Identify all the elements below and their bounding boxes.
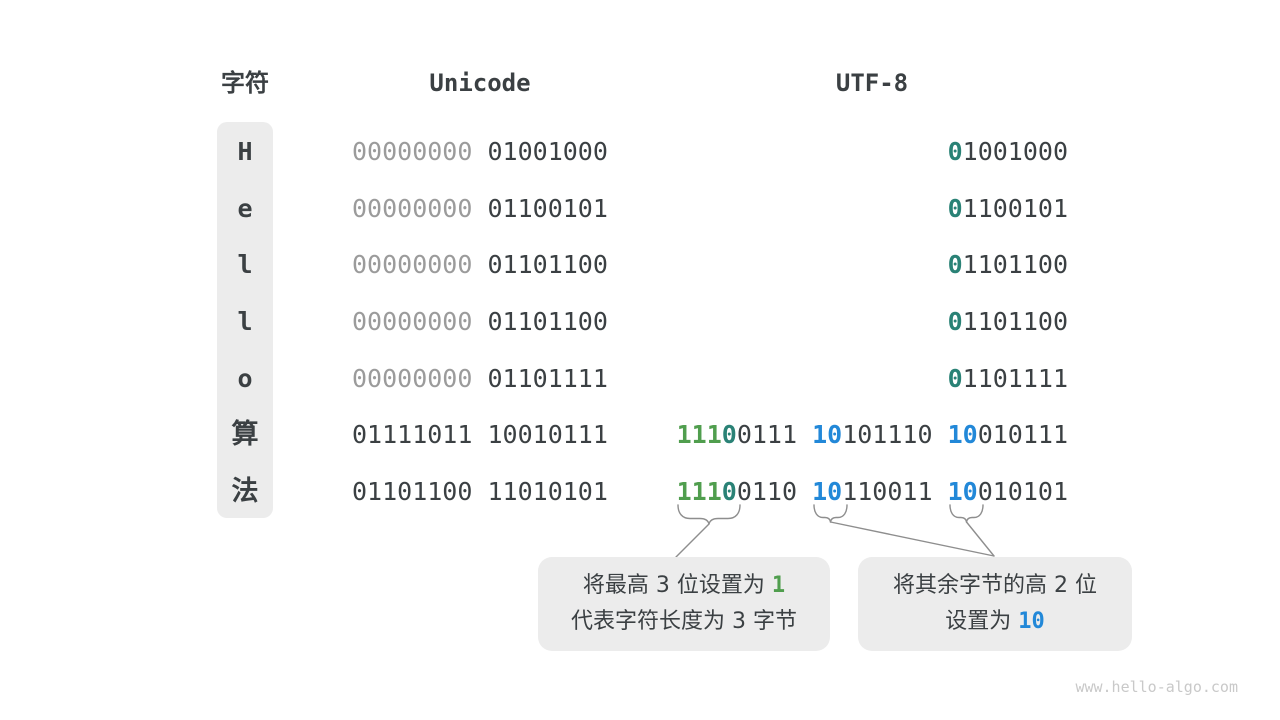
callout-leading-byte-note: 将最高 3 位设置为 1 代表字符长度为 3 字节	[538, 557, 830, 651]
utf8-binary-segment: 1101111	[962, 363, 1068, 393]
callout-right-line2-value: 10	[1018, 609, 1045, 634]
utf8-binary: 01001000	[948, 132, 1068, 172]
utf8-binary-segment: 0	[947, 250, 963, 280]
utf8-binary-segment: 0	[947, 137, 963, 166]
utf8-binary-segment: 1100101	[962, 193, 1068, 223]
utf8-binary-segment: 101110	[842, 420, 933, 450]
unicode-binary-segment: 00000000	[352, 193, 473, 223]
callout-left-line2: 代表字符长度为 3 字节	[571, 609, 797, 634]
unicode-binary: 00000000 01101111	[352, 359, 608, 399]
character-cell: 法	[231, 476, 259, 508]
unicode-binary-segment: 10010111	[487, 420, 608, 450]
unicode-binary-segment: 00000000	[352, 363, 473, 393]
column-header-unicode: Unicode	[429, 69, 531, 97]
unicode-binary: 00000000 01100101	[352, 189, 608, 229]
utf8-binary-segment: 111	[676, 420, 722, 450]
utf8-binary-segment: 0	[947, 307, 963, 336]
unicode-binary-segment: 01001000	[487, 137, 608, 166]
utf8-binary-segment: 1001000	[962, 137, 1068, 166]
character-cell: o	[237, 363, 253, 393]
utf8-binary-segment: 10	[812, 477, 843, 507]
utf8-binary: 01101100	[948, 245, 1068, 285]
utf8-binary-segment: 10	[947, 420, 978, 450]
column-header-utf8: UTF-8	[835, 69, 909, 97]
character-cell: H	[237, 137, 253, 166]
utf8-binary-segment: 010111	[977, 420, 1068, 450]
utf8-binary-segment: 1101100	[962, 307, 1068, 336]
character-column-background	[217, 122, 273, 518]
character-cell: l	[237, 250, 253, 280]
column-header-character: 字符	[221, 69, 269, 97]
utf8-binary: 01101100	[948, 302, 1068, 342]
character-cell: l	[237, 307, 253, 336]
utf8-binary: 01100101	[948, 189, 1068, 229]
unicode-binary: 01111011 10010111	[352, 415, 608, 455]
unicode-binary-segment: 00000000	[352, 250, 473, 280]
utf8-binary-segment: 010101	[977, 477, 1068, 507]
utf8-binary: 11100111 10101110 10010111	[677, 415, 1068, 455]
utf8-binary: 01101111	[948, 359, 1068, 399]
callout-left-line1-text: 将最高 3 位设置为	[582, 573, 772, 598]
utf8-binary-segment: 0	[721, 477, 737, 507]
utf8-binary-segment: 110011	[842, 477, 933, 507]
character-cell: e	[237, 193, 253, 223]
callout-right-line2-text: 设置为	[945, 609, 1019, 634]
callout-left-line1-value: 1	[771, 573, 786, 598]
callout-left-line1: 将最高 3 位设置为 1	[583, 568, 785, 604]
unicode-binary-segment: 01101111	[487, 363, 608, 393]
utf8-binary: 11100110 10110011 10010101	[677, 472, 1068, 512]
utf8-binary-segment: 0	[947, 193, 963, 223]
callout-right-line1: 将其余字节的高 2 位	[893, 573, 1097, 598]
connector-line-continuation-1	[829, 521, 995, 557]
unicode-binary-segment: 00000000	[352, 137, 473, 166]
unicode-binary: 00000000 01101100	[352, 245, 608, 285]
watermark: www.hello-algo.com	[1075, 678, 1238, 696]
utf8-binary-segment: 10	[947, 477, 978, 507]
utf8-binary-segment: 0	[947, 363, 963, 393]
unicode-binary: 00000000 01001000	[352, 132, 608, 172]
unicode-binary: 01101100 11010101	[352, 472, 608, 512]
utf8-binary-segment: 10	[812, 420, 843, 450]
callout-right-line2: 设置为 10	[945, 604, 1045, 640]
unicode-binary-segment: 01101100	[352, 477, 473, 507]
unicode-binary-segment: 11010101	[487, 477, 608, 507]
utf8-binary-segment: 1101100	[962, 250, 1068, 280]
unicode-binary-segment: 01100101	[487, 193, 608, 223]
utf8-binary-segment: 0111	[736, 420, 798, 450]
connector-line-continuation-2	[965, 521, 995, 557]
unicode-binary-segment: 01111011	[352, 420, 473, 450]
utf8-binary-segment: 111	[676, 477, 722, 507]
unicode-binary: 00000000 01101100	[352, 302, 608, 342]
utf8-binary-segment: 0	[721, 420, 737, 450]
unicode-binary-segment: 00000000	[352, 307, 473, 336]
character-cell: 算	[231, 419, 259, 451]
connector-line-leading	[675, 523, 710, 558]
utf8-binary-segment: 0110	[736, 477, 798, 507]
unicode-binary-segment: 01101100	[487, 250, 608, 280]
callout-continuation-byte-note: 将其余字节的高 2 位 设置为 10	[858, 557, 1132, 651]
unicode-binary-segment: 01101100	[487, 307, 608, 336]
